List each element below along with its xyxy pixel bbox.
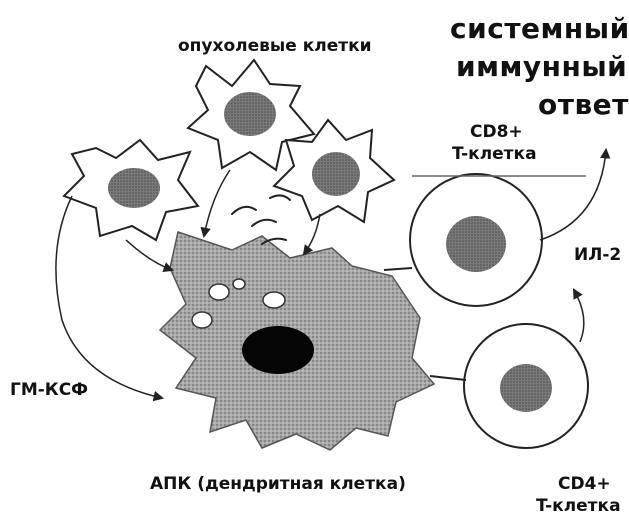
antigen-arrow-2 [204,170,230,236]
cd8-label-line2: T-клетка [452,144,537,164]
apc-nucleus [242,326,314,374]
cd4-apc-contact [430,376,466,380]
il2-label: ИЛ-2 [574,245,621,265]
cd4-label-line2: T-клетка [536,496,621,516]
systemic-response-line1: системный [450,12,629,45]
systemic-response-arrow [540,150,606,240]
cd4-t-cell [464,324,588,448]
cd8-apc-contact [384,268,412,270]
cd8-t-cell [410,174,542,306]
gmcsf-label: ГМ-КСФ [10,380,88,400]
tumor-cell-left [64,140,198,240]
antigen-arrow-1 [126,240,172,270]
apc-label: АПК (дендритная клетка) [150,474,406,494]
il2-arrow [574,290,584,342]
systemic-response-line2: иммунный [456,50,627,83]
cd8-label-line1: CD8+ [470,122,523,142]
systemic-response-line3: ответ [538,88,629,121]
tumor-cells-label: опухолевые клетки [178,36,372,56]
cd4-label-line1: CD4+ [558,474,611,494]
